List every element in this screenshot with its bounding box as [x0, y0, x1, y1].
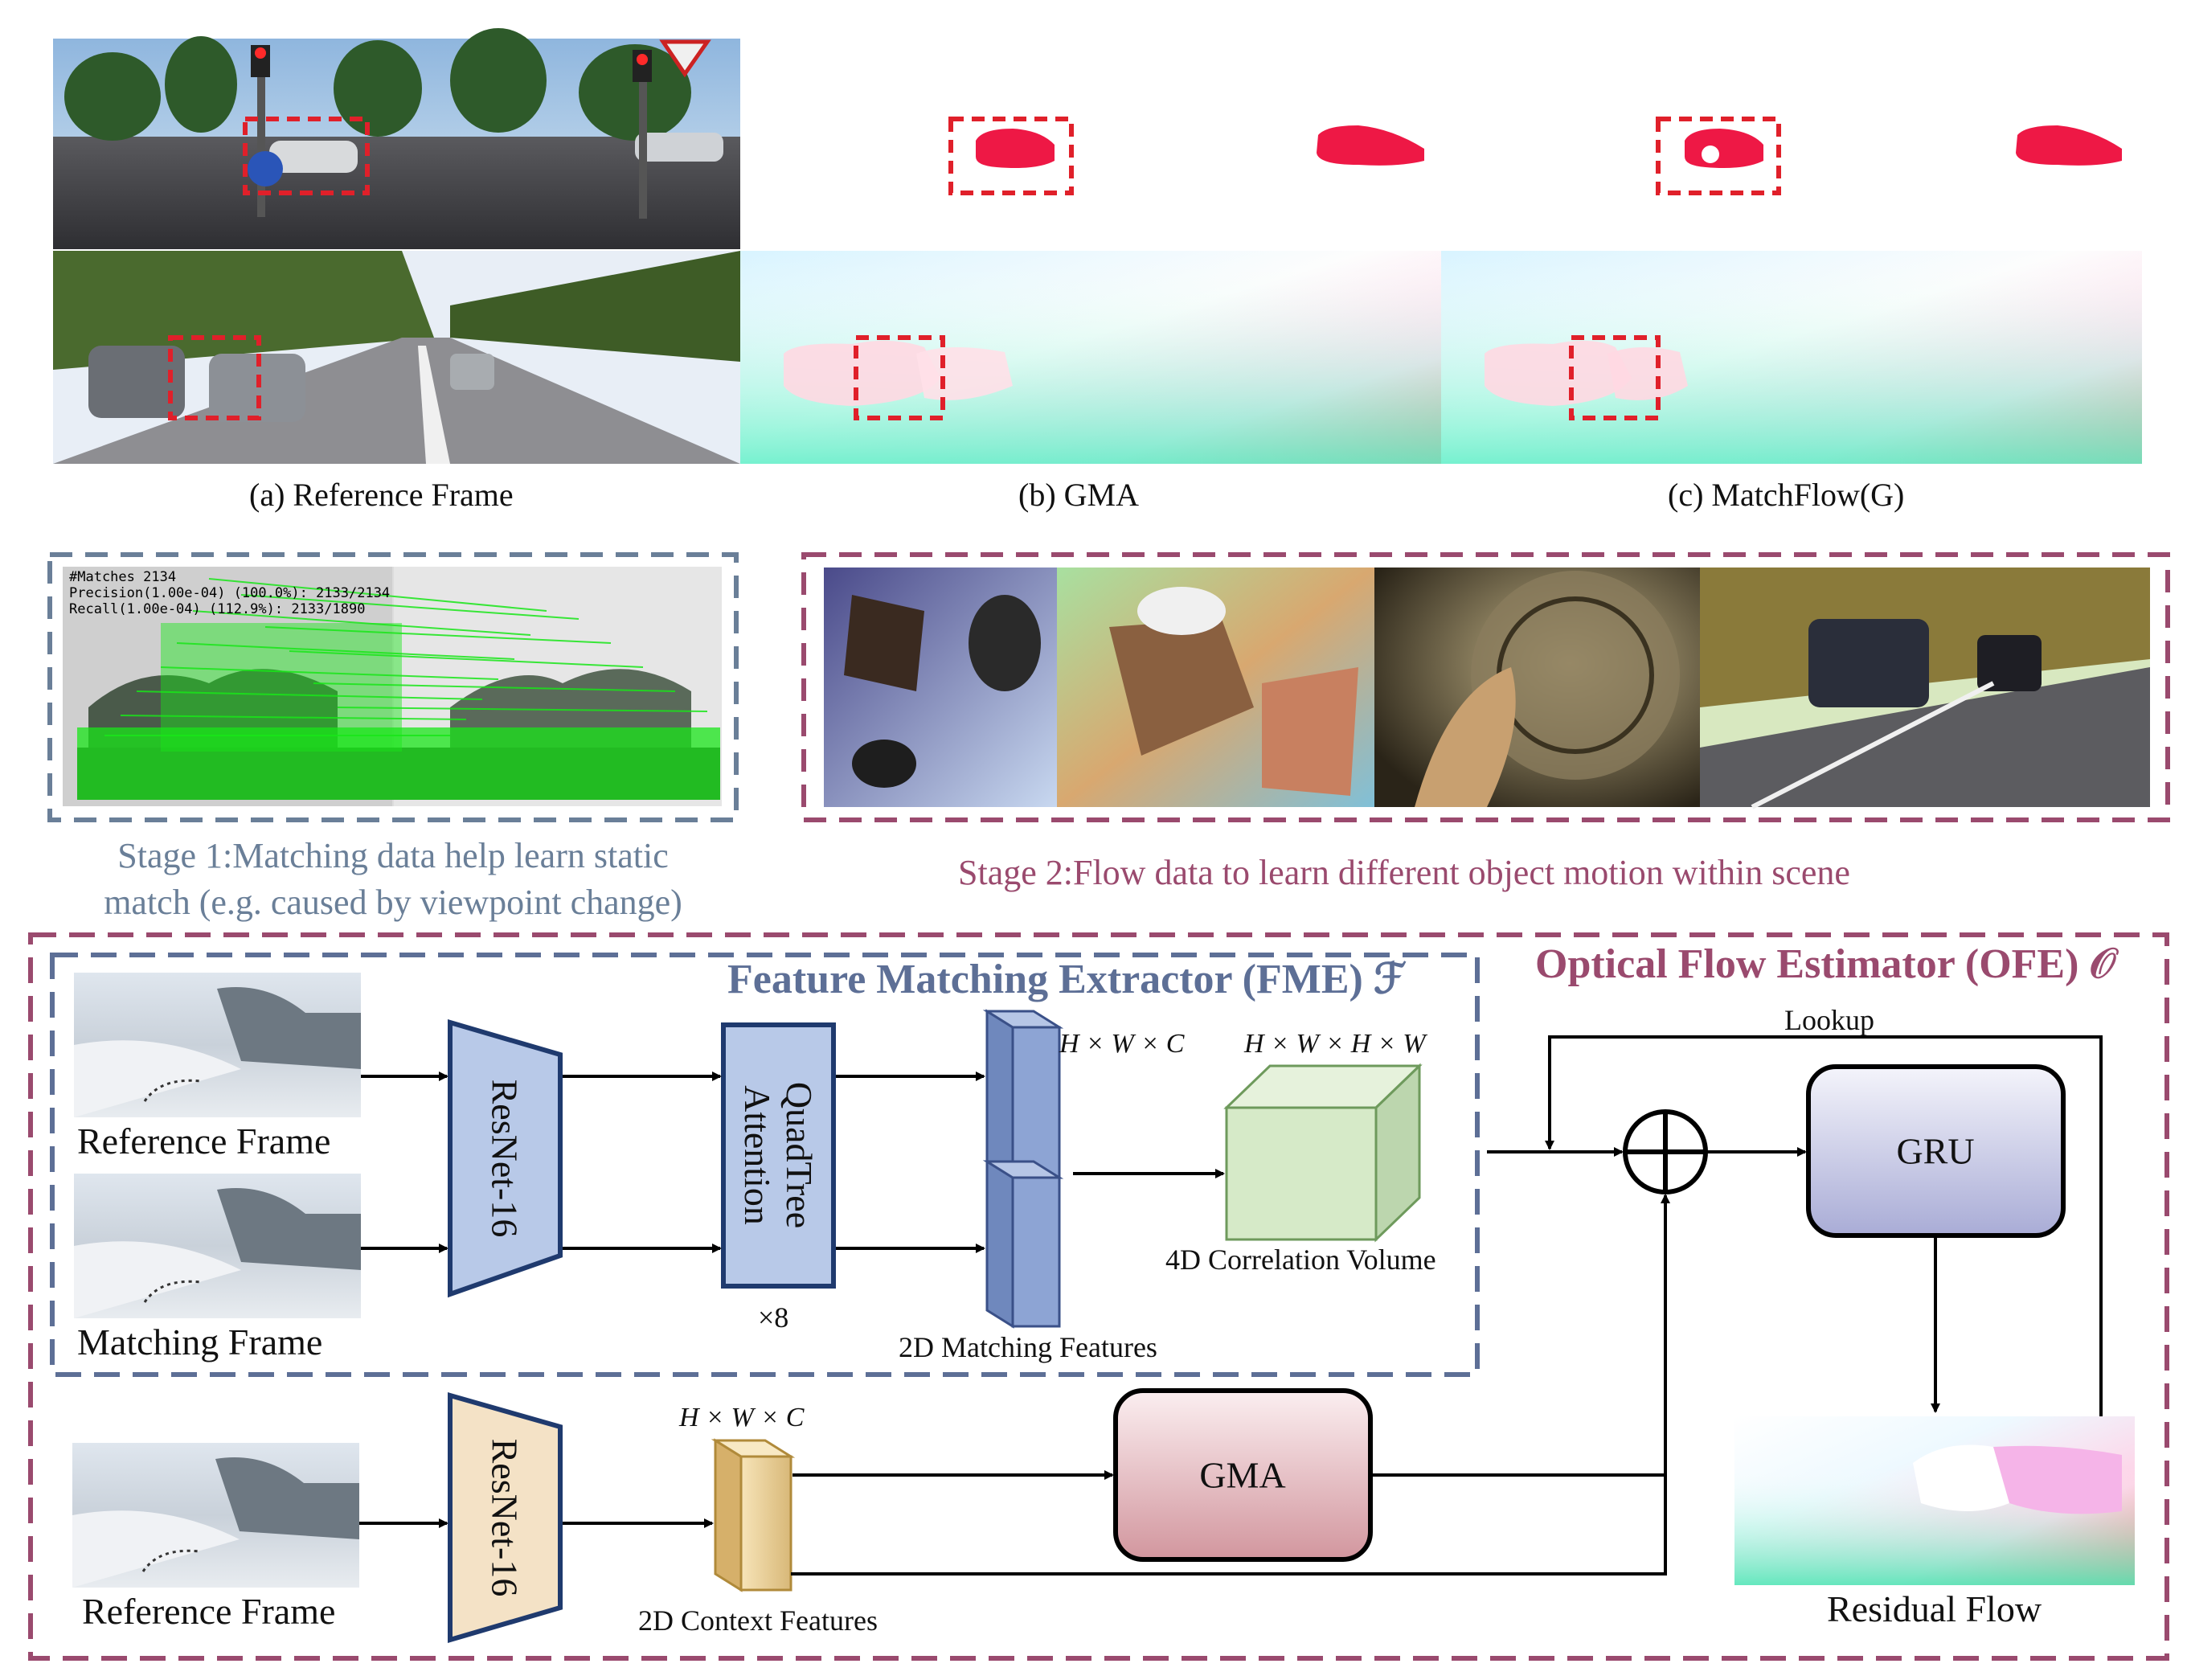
correlation-dims-label: H × W × H × W — [1244, 1029, 1426, 1059]
ofe-reference-frame-image — [72, 1443, 359, 1588]
context-feature-slab — [711, 1438, 796, 1592]
correlation-volume-label: 4D Correlation Volume — [1165, 1244, 1436, 1276]
stage2-caption: Stage 2:Flow data to learn different obj… — [958, 853, 1850, 892]
line-context-to-sum — [791, 1475, 1667, 1576]
residual-flow-image — [1734, 1416, 2135, 1585]
reference-frame-image-top — [53, 28, 740, 249]
stage1-dashed-border — [47, 552, 739, 822]
overlay-line-1: Precision(1.00e-04) (100.0%): 2133/2134 — [69, 585, 391, 601]
stage1-caption-line1: Stage 1:Matching data help learn static — [117, 836, 669, 875]
context-features-label: 2D Context Features — [638, 1604, 878, 1637]
overlay-line-0: #Matches 2134 — [69, 569, 177, 585]
gma-flow-image — [740, 251, 1441, 464]
stage1-caption-line2: match (e.g. caused by viewpoint change) — [104, 883, 682, 922]
matches-overlay: #Matches 2134 Precision(1.00e-04) (100.0… — [69, 569, 390, 617]
feature-dims-label: H × W × C — [1059, 1029, 1185, 1059]
caption-matchflow: (c) MatchFlow(G) — [1668, 477, 1905, 513]
caption-gma: (b) GMA — [1018, 477, 1139, 513]
caption-reference-frame: (a) Reference Frame — [249, 477, 514, 513]
resnet-encoder-context — [448, 1392, 563, 1644]
quadtree-label-line1: QuadTree — [779, 1081, 820, 1229]
gru-label: GRU — [1896, 1130, 1975, 1172]
ofe-reference-frame-label: Reference Frame — [82, 1591, 336, 1632]
fme-matching-frame-label: Matching Frame — [77, 1321, 323, 1362]
quadtree-attention-block — [721, 1022, 836, 1289]
gma-block — [1113, 1388, 1373, 1562]
fme-reference-frame-label: Reference Frame — [77, 1121, 331, 1162]
resnet-label-fme: ResNet-16 — [484, 1079, 526, 1238]
sum-node — [1623, 1109, 1708, 1194]
quadtree-label-line2: Attention — [737, 1085, 778, 1225]
gma-mask-image — [740, 39, 1441, 249]
fme-matching-frame-image — [74, 1174, 361, 1318]
stage1-matching-image — [63, 567, 722, 806]
matchflow-mask-image — [1441, 39, 2142, 249]
stage1-caption: Stage 1:Matching data help learn static … — [50, 833, 736, 926]
fme-reference-frame-image — [74, 973, 361, 1117]
line-lookup-loop — [1545, 1035, 2103, 1416]
correlation-volume-cube — [1223, 1063, 1423, 1243]
fme-dashed-border — [50, 953, 1480, 1377]
residual-flow-label: Residual Flow — [1827, 1588, 2042, 1629]
stage2-flow-images — [824, 568, 2150, 809]
resnet-label-context: ResNet-16 — [484, 1438, 526, 1597]
matching-features-label: 2D Matching Features — [899, 1331, 1157, 1363]
ofe-title: Optical Flow Estimator (OFE) 𝒪 — [1535, 941, 2116, 987]
context-dims-label: H × W × C — [679, 1403, 805, 1432]
overlay-line-2: Recall(1.00e-04) (112.9%): 2133/1890 — [69, 601, 366, 617]
fme-title: Feature Matching Extractor (FME) ℱ — [727, 957, 1407, 1002]
reference-frame-image-bottom — [53, 251, 740, 464]
matching-feature-slab-top — [982, 1009, 1064, 1179]
quadtree-label: QuadTree Attention — [736, 1082, 820, 1228]
matching-feature-slab-bottom — [982, 1159, 1064, 1329]
lookup-label: Lookup — [1784, 1004, 1874, 1036]
repeat-label: ×8 — [758, 1301, 789, 1334]
matchflow-flow-image — [1441, 251, 2142, 464]
resnet-encoder-fme — [448, 1018, 563, 1298]
gma-label: GMA — [1199, 1454, 1286, 1496]
line-gma-to-sum — [1371, 1194, 1670, 1477]
stage2-dashed-border — [801, 552, 2170, 822]
